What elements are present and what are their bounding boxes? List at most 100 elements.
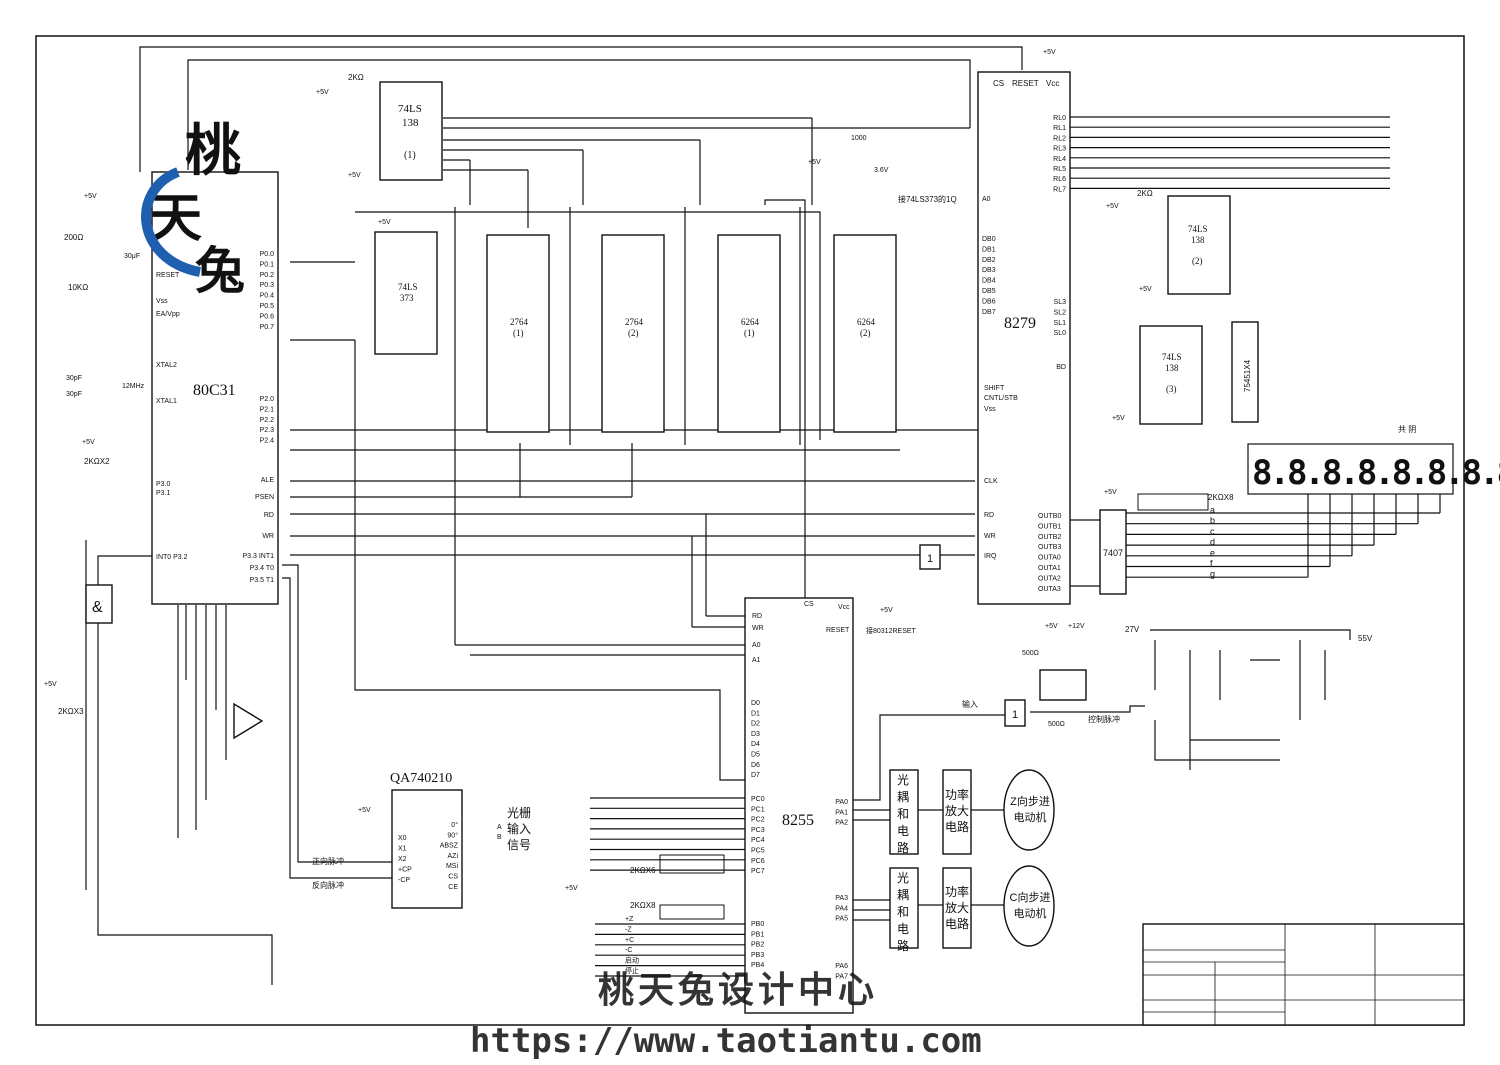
cpu-pin-p2: P2.0: [260, 396, 275, 403]
cpu-pin-left: RESET: [156, 272, 180, 279]
inv-gate-2-label: 1: [1012, 709, 1018, 721]
kbd-pin-rl: RL6: [1053, 176, 1066, 183]
ppi-label: 8255: [782, 812, 814, 829]
ram2-idx: (2): [860, 328, 871, 338]
ls138-2-chip: [1167, 195, 1231, 295]
grating-3: 信号: [507, 838, 531, 852]
grating-1: 光栅: [507, 805, 531, 820]
counter-pin-out: 90°: [447, 831, 458, 839]
ppi-pin-pa: PA1: [835, 809, 848, 816]
ppi-pin-pb: PB1: [751, 931, 764, 938]
inv-gate-label: 1: [927, 553, 933, 565]
and-gate: [85, 584, 113, 624]
kbd-pin-sl: SL2: [1054, 309, 1067, 316]
counter-label: QA740210: [390, 771, 452, 786]
counter-pin-in: +CP: [398, 867, 412, 874]
watermark-url: https://www.taotiantu.com: [470, 1021, 982, 1061]
opto-label-2: 和: [897, 905, 909, 919]
kbd-pin-other: WR: [984, 533, 996, 540]
cpu-pin-left: XTAL2: [156, 362, 177, 369]
ppi-pin-ctrl: Vcc: [838, 604, 850, 611]
logo-char-3: 兔: [195, 242, 245, 300]
title-grid: [1143, 924, 1464, 1025]
ppi-pin-pa: PA6: [835, 963, 848, 970]
ls138-3-num: 138: [1165, 363, 1179, 373]
segment-label: a: [1210, 505, 1215, 515]
segment-label: b: [1210, 516, 1215, 526]
ppi-pin-pb: PB2: [751, 942, 764, 949]
cpu-pin-ctrl: P3.4 T0: [250, 565, 274, 572]
drv-75451-label: 75451X4: [1243, 359, 1252, 392]
amp-label-1: 放大: [945, 803, 969, 818]
r-2kx8-pb: 2KΩX8: [630, 901, 656, 910]
switch-label: 停止: [625, 966, 639, 975]
vcc-138-2: +5V: [1139, 286, 1152, 293]
switch-label: -Z: [625, 926, 632, 933]
counter-chip: [391, 789, 463, 909]
opto-label-1: 耦: [897, 790, 909, 804]
c-30pf-a: 30pF: [66, 375, 82, 382]
vcc-counter: +5V: [358, 807, 371, 814]
ppi-pin-pc: PC1: [751, 806, 765, 813]
amp-label-2: 放大: [945, 900, 969, 915]
opto-box-2: [889, 867, 919, 949]
ls138-3-chip: [1139, 325, 1203, 425]
ppi-pin-d: D0: [751, 700, 760, 707]
ppi-pin-pa: PA4: [835, 905, 848, 912]
kbd-pin-other: Vss: [984, 406, 996, 413]
kbd-pin-db: DB4: [982, 278, 996, 285]
kbd-pin-other: A0: [982, 196, 991, 203]
cpu-pin-ctrl: RD: [264, 512, 274, 519]
r-2kx2: 2KΩX2: [84, 457, 110, 466]
v55: 55V: [1358, 634, 1373, 643]
ram1-chip: [717, 234, 781, 433]
ls373-chip: [374, 231, 438, 355]
kbd-pin-other: SHIFT: [984, 385, 1005, 392]
vcc-left: +5V: [44, 681, 57, 688]
input-label: 输入: [962, 699, 978, 709]
ram1-label: 6264: [741, 317, 760, 327]
kbd-pin-db: DB5: [982, 288, 996, 295]
kbd-pin-out: OUTA2: [1038, 575, 1061, 582]
motor-c: [1003, 865, 1055, 947]
cpu-pin-left: EA/Vpp: [156, 311, 180, 318]
ppi-pin-pc: PC3: [751, 827, 765, 834]
vcc-opto: +5V: [1045, 623, 1058, 630]
ppi-pin-pa: PA2: [835, 820, 848, 827]
cpu-label: 80C31: [193, 382, 236, 399]
comparator: [233, 702, 264, 740]
xtal-label: 12MHz: [122, 383, 145, 390]
cpu-pin-ctrl: PSEN: [255, 494, 274, 501]
motor-z-label: 电动机: [1014, 810, 1047, 824]
neg-pulse: 反向脉冲: [312, 880, 344, 890]
ppi-pin-d: D7: [751, 772, 760, 779]
opto-box-1: [889, 769, 919, 855]
v36: 3.6V: [874, 167, 889, 174]
r-2kx6: 2KΩX6: [630, 866, 656, 875]
kbd-pin-db: DB0: [982, 236, 996, 243]
ppi-pin-ctrl: RESET: [826, 627, 850, 634]
ppi-pin-pc: PC4: [751, 837, 765, 844]
vcc-top-1: +5V: [316, 89, 329, 96]
ppi-pin-pc: PC7: [751, 868, 765, 875]
v27: 27V: [1125, 625, 1140, 634]
cpu-pin-left: P3.1: [156, 490, 171, 497]
kbd-pin-vcc: Vcc: [1046, 79, 1059, 88]
kbd-pin-cs: CS: [993, 79, 1004, 88]
opto-label-1: 电: [897, 824, 909, 838]
kbd-pin-other: RD: [984, 512, 994, 519]
drv-7407-label: 7407: [1103, 548, 1123, 558]
kbd-pin-db: DB3: [982, 267, 996, 274]
counter-pin-out: AZi: [448, 853, 459, 860]
inv-gate: [919, 544, 941, 570]
opto-label-2: 路: [897, 938, 909, 953]
ctrl-pulse: 控制脉冲: [1088, 714, 1120, 724]
ls373-label: 74LS: [398, 282, 418, 292]
segment-label: d: [1210, 537, 1215, 547]
ppi-pin-ctrl: WR: [752, 625, 764, 632]
cpu-pin-p0: P0.4: [260, 293, 275, 300]
kbd-pin-out: OUTA0: [1038, 555, 1061, 562]
counter-pin-out: CS: [448, 874, 458, 881]
ppi-pin-ctrl: A0: [752, 642, 761, 649]
kbd-pin-db: DB1: [982, 246, 996, 253]
